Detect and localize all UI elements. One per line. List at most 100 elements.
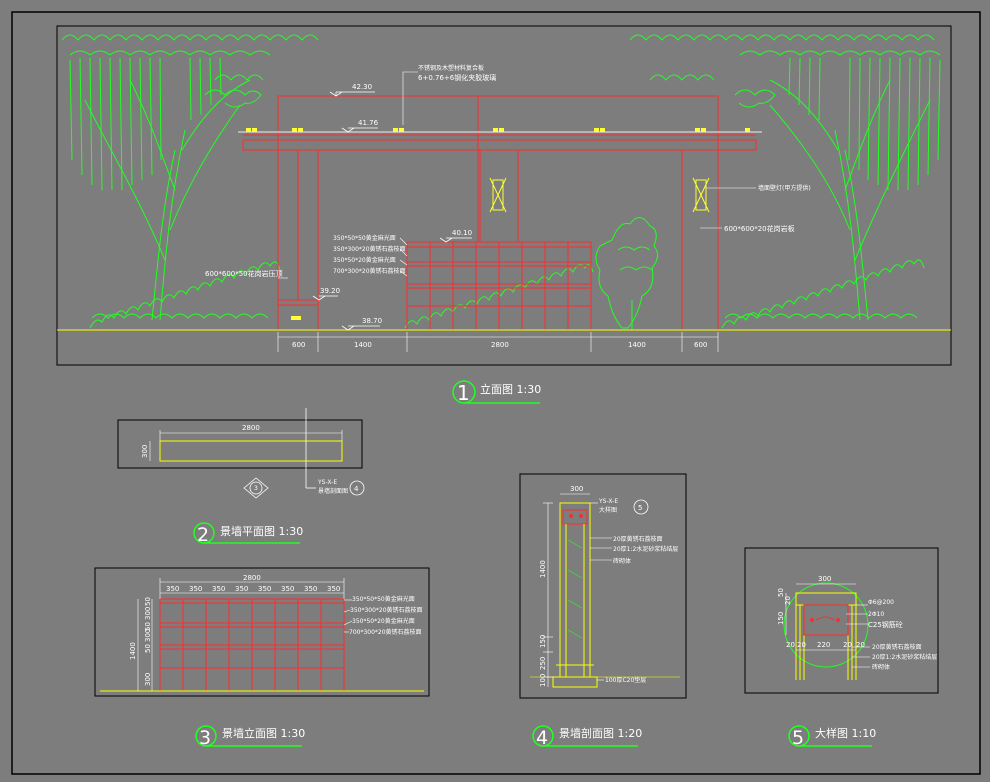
dim-label: 50	[777, 588, 785, 597]
dim-label: 350	[212, 585, 225, 593]
dim-label: 250	[539, 657, 547, 670]
dim-label: 600	[694, 341, 707, 349]
tree-right	[629, 34, 941, 321]
wall-lamp-note: 墙面壁灯(甲方提供)	[758, 184, 811, 192]
layer-note: 700*300*20黄锈石荔枝面	[349, 628, 422, 636]
elevation-view: 42.30 41.76 40.10 39.20 38.70 不锈钢及木塑材料复合…	[56, 25, 952, 405]
detail-tag: YS-X-E	[598, 498, 618, 505]
view-title: 大样图 1:10	[815, 726, 876, 740]
detail-sub: 大样图	[599, 506, 617, 514]
view-title: 景墙剖面图 1:20	[559, 726, 642, 740]
elevation-label: 38.70	[362, 317, 382, 325]
section-note: 20厚黄锈石荔枝面	[613, 535, 663, 543]
dim-label: 350	[235, 585, 248, 593]
elevation-dimension-chain	[277, 332, 719, 352]
tree-left-hatching	[69, 57, 222, 191]
dim-label: 300	[144, 607, 152, 620]
layer-note: 350*300*20黄锈石荔枝面	[333, 245, 406, 253]
elevation-title: 1 立面图 1:30	[452, 380, 541, 405]
layer-note: 20厚1:2水泥砂浆粘结层	[872, 653, 937, 661]
rebar-note: C25钢筋砼	[868, 620, 903, 629]
tree-right-foliage	[629, 34, 941, 108]
elevation-frame	[56, 25, 952, 366]
dim-label: 50	[144, 644, 152, 653]
view-title: 景墙立面图 1:30	[222, 726, 305, 740]
elevation-label: 42.30	[352, 83, 372, 91]
wall-elevation-title: 3 景墙立面图 1:30	[195, 725, 305, 749]
detail-view: 300 50 20 150 20 20 220 20 20 Φ6@200 2Φ1…	[744, 547, 939, 749]
section-note: 砖砌体	[613, 557, 631, 565]
wall-elevation-dims	[137, 578, 345, 691]
dim-label: 2800	[491, 341, 509, 349]
section-title: 4 景墙剖面图 1:20	[532, 725, 642, 749]
dim-label: 50	[144, 597, 152, 606]
wall-elevation-outline	[159, 598, 345, 692]
detail-wall	[795, 592, 857, 680]
dim-label: 350	[258, 585, 271, 593]
section-no: 4	[354, 485, 359, 493]
layer-note: 700*300*20黄锈石荔枝面	[333, 267, 406, 275]
elevation-leaders	[278, 71, 756, 279]
column-shrub	[595, 217, 658, 330]
base-note: 100厚C20垫层	[605, 676, 646, 684]
rebar-note: 2Φ10	[868, 611, 884, 618]
wall-elevation-view: 2800 350 350 350 350 350 350 350 350 50 …	[94, 567, 430, 749]
plan-width-dim: 2800	[242, 424, 260, 432]
pergola-structure	[242, 95, 757, 331]
plan-view: 2800 300 YS-X-E 景墙剖面图 4 3 2 景墙平面图 1:30	[117, 408, 365, 546]
view-number: 5	[792, 727, 804, 749]
dim-label: 20	[784, 596, 792, 605]
dim-label: 350	[327, 585, 340, 593]
view-title: 立面图 1:30	[480, 382, 541, 396]
section-tag: YS-X-E	[317, 479, 337, 486]
elevation-label: 39.20	[320, 287, 340, 295]
dim-label: 1400	[628, 341, 646, 349]
view-marker: 3	[243, 477, 269, 499]
tree-left	[61, 34, 319, 321]
section-view: 300 1400 150 250 100 YS-X-E 大样图 5 20厚黄锈石…	[519, 473, 687, 749]
view-number: 2	[197, 524, 209, 546]
plan-depth-dim: 300	[141, 445, 149, 458]
dim-label: 20	[797, 641, 806, 649]
dim-label: 600	[292, 341, 305, 349]
dim-label: 50	[144, 622, 152, 631]
top-material-note: 不锈钢及木塑材料复合板	[418, 64, 484, 72]
detail-dims	[785, 583, 870, 668]
dim-label: 20	[856, 641, 865, 649]
dim-label: 350	[166, 585, 179, 593]
view-number: 3	[199, 727, 211, 749]
dim-label: 150	[777, 612, 785, 625]
glass-spec-note: 6+0.76+6钢化夹胶玻璃	[418, 73, 496, 82]
dim-label: 2800	[243, 574, 261, 582]
dim-label: 220	[817, 641, 830, 649]
view-title: 景墙平面图 1:30	[220, 524, 303, 538]
dim-label: 300	[144, 629, 152, 642]
rebar-note: Φ6@200	[868, 599, 894, 606]
layer-note: 350*50*50黄金麻光面	[333, 234, 396, 242]
layer-note: 350*50*50黄金麻光面	[352, 595, 415, 603]
section-dims	[543, 493, 612, 687]
dim-label: 1400	[539, 560, 547, 578]
svg-text:3: 3	[254, 485, 258, 492]
plan-title: 2 景墙平面图 1:30	[193, 522, 303, 546]
wall-elevation-leaders	[343, 599, 353, 633]
dim-label: 100	[539, 674, 547, 687]
elevation-label: 41.76	[358, 119, 379, 127]
section-sub: 景墙剖面图	[318, 487, 348, 495]
detail-no: 5	[638, 504, 642, 512]
dim-label: 150	[539, 635, 547, 648]
dim-label: 350	[304, 585, 317, 593]
detail-title: 5 大样图 1:10	[788, 725, 876, 749]
left-coping-note: 600*600*50花岗岩压顶	[205, 269, 283, 278]
view-number: 4	[536, 727, 548, 749]
dim-label: 20	[843, 641, 852, 649]
section-note: 20厚1:2水泥砂浆粘结层	[613, 545, 678, 553]
right-cladding-note: 600*600*20花岗岩板	[724, 224, 795, 233]
dim-label: 300	[144, 673, 152, 686]
view-number: 1	[457, 381, 470, 405]
dim-label: 350	[281, 585, 294, 593]
wall-lamps	[489, 177, 710, 213]
elevation-marks	[312, 91, 472, 331]
layer-note: 350*50*20黄金麻光面	[352, 617, 415, 625]
